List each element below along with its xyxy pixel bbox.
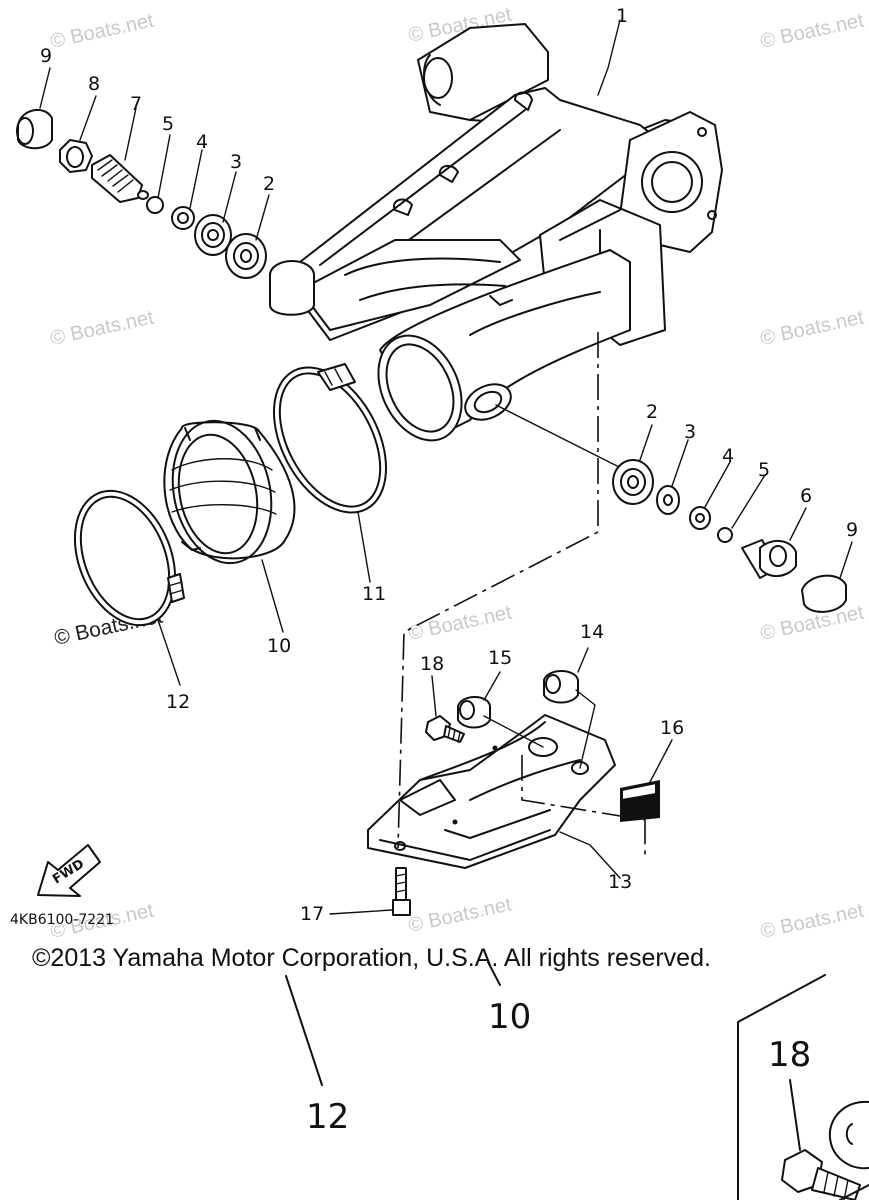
label-part-2: 2 <box>263 173 275 195</box>
assembly-lines <box>397 332 646 855</box>
label-part-17: 17 <box>300 903 324 925</box>
label-part-12: 12 <box>166 691 190 713</box>
nut-8 <box>59 139 93 173</box>
label-part-18: 18 <box>420 653 444 675</box>
boot-parts <box>73 363 388 627</box>
label-part-5: 5 <box>162 113 174 135</box>
label-part-9-right: 9 <box>846 519 858 541</box>
damper-14 <box>543 670 579 704</box>
part-labels: 1 9 8 7 5 4 3 2 2 3 4 5 6 9 11 10 12 14 … <box>40 5 858 925</box>
watermark: © Boats.net <box>406 893 514 936</box>
watermark: © Boats.net <box>758 899 866 942</box>
label-part-9: 9 <box>40 45 52 67</box>
label-part-15: 15 <box>488 647 512 669</box>
watermark: © Boats.net <box>48 9 156 52</box>
swingarm-part-1 <box>269 23 723 442</box>
lower-cover-parts <box>367 670 660 916</box>
watermark: © Boats.net <box>758 306 866 349</box>
label-part-6: 6 <box>800 485 812 507</box>
label-part-12-enlarged: 12 <box>306 1097 349 1137</box>
cap-9-left <box>17 109 53 150</box>
watermark: © Boats.net <box>48 306 156 349</box>
label-part-1: 1 <box>616 5 628 27</box>
bolt-17 <box>392 867 411 916</box>
bearing-2-left <box>225 233 267 279</box>
collar-4-left <box>171 206 195 230</box>
label-part-2-right: 2 <box>646 401 658 423</box>
label-part-7: 7 <box>130 93 142 115</box>
boot-10 <box>163 421 296 560</box>
diagram-code: 4KB6100-7221 <box>10 912 114 928</box>
label-part-4-right: 4 <box>722 445 734 467</box>
right-pivot-parts <box>495 404 847 613</box>
pivot-shaft-7 <box>91 154 149 203</box>
label-part-8: 8 <box>88 73 100 95</box>
bearing-3-left <box>194 214 232 256</box>
bearing-3-right <box>656 485 680 515</box>
band-12 <box>73 489 177 627</box>
label-part-3: 3 <box>230 151 242 173</box>
watermark: © Boats.net <box>758 9 866 52</box>
label-part-18-enlarged: 18 <box>768 1035 811 1075</box>
bearing-2-right <box>612 459 654 505</box>
cap-9-right <box>801 574 847 613</box>
left-pivot-parts <box>16 109 267 279</box>
oring-5-left <box>146 196 164 214</box>
label-part-11: 11 <box>362 583 386 605</box>
label-part-10-enlarged: 10 <box>488 997 531 1037</box>
label-part-3-right: 3 <box>684 421 696 443</box>
label-part-10: 10 <box>267 635 291 657</box>
leader-lines <box>39 19 853 915</box>
bolt-18 <box>425 715 465 743</box>
label-part-4: 4 <box>196 131 208 153</box>
band-11 <box>272 366 388 514</box>
label-part-14: 14 <box>580 621 604 643</box>
label-part-5-right: 5 <box>758 459 770 481</box>
pivot-bolt-6 <box>741 539 797 579</box>
label-part-13: 13 <box>608 871 632 893</box>
collar-4-right <box>689 506 711 530</box>
oring-5-right <box>717 527 733 543</box>
enlarged-detail: 10 12 18 <box>285 961 869 1200</box>
copyright-notice: ©2013 Yamaha Motor Corporation, U.S.A. A… <box>32 944 711 972</box>
fwd-arrow-icon: FWD <box>37 844 101 897</box>
label-part-16: 16 <box>660 717 684 739</box>
